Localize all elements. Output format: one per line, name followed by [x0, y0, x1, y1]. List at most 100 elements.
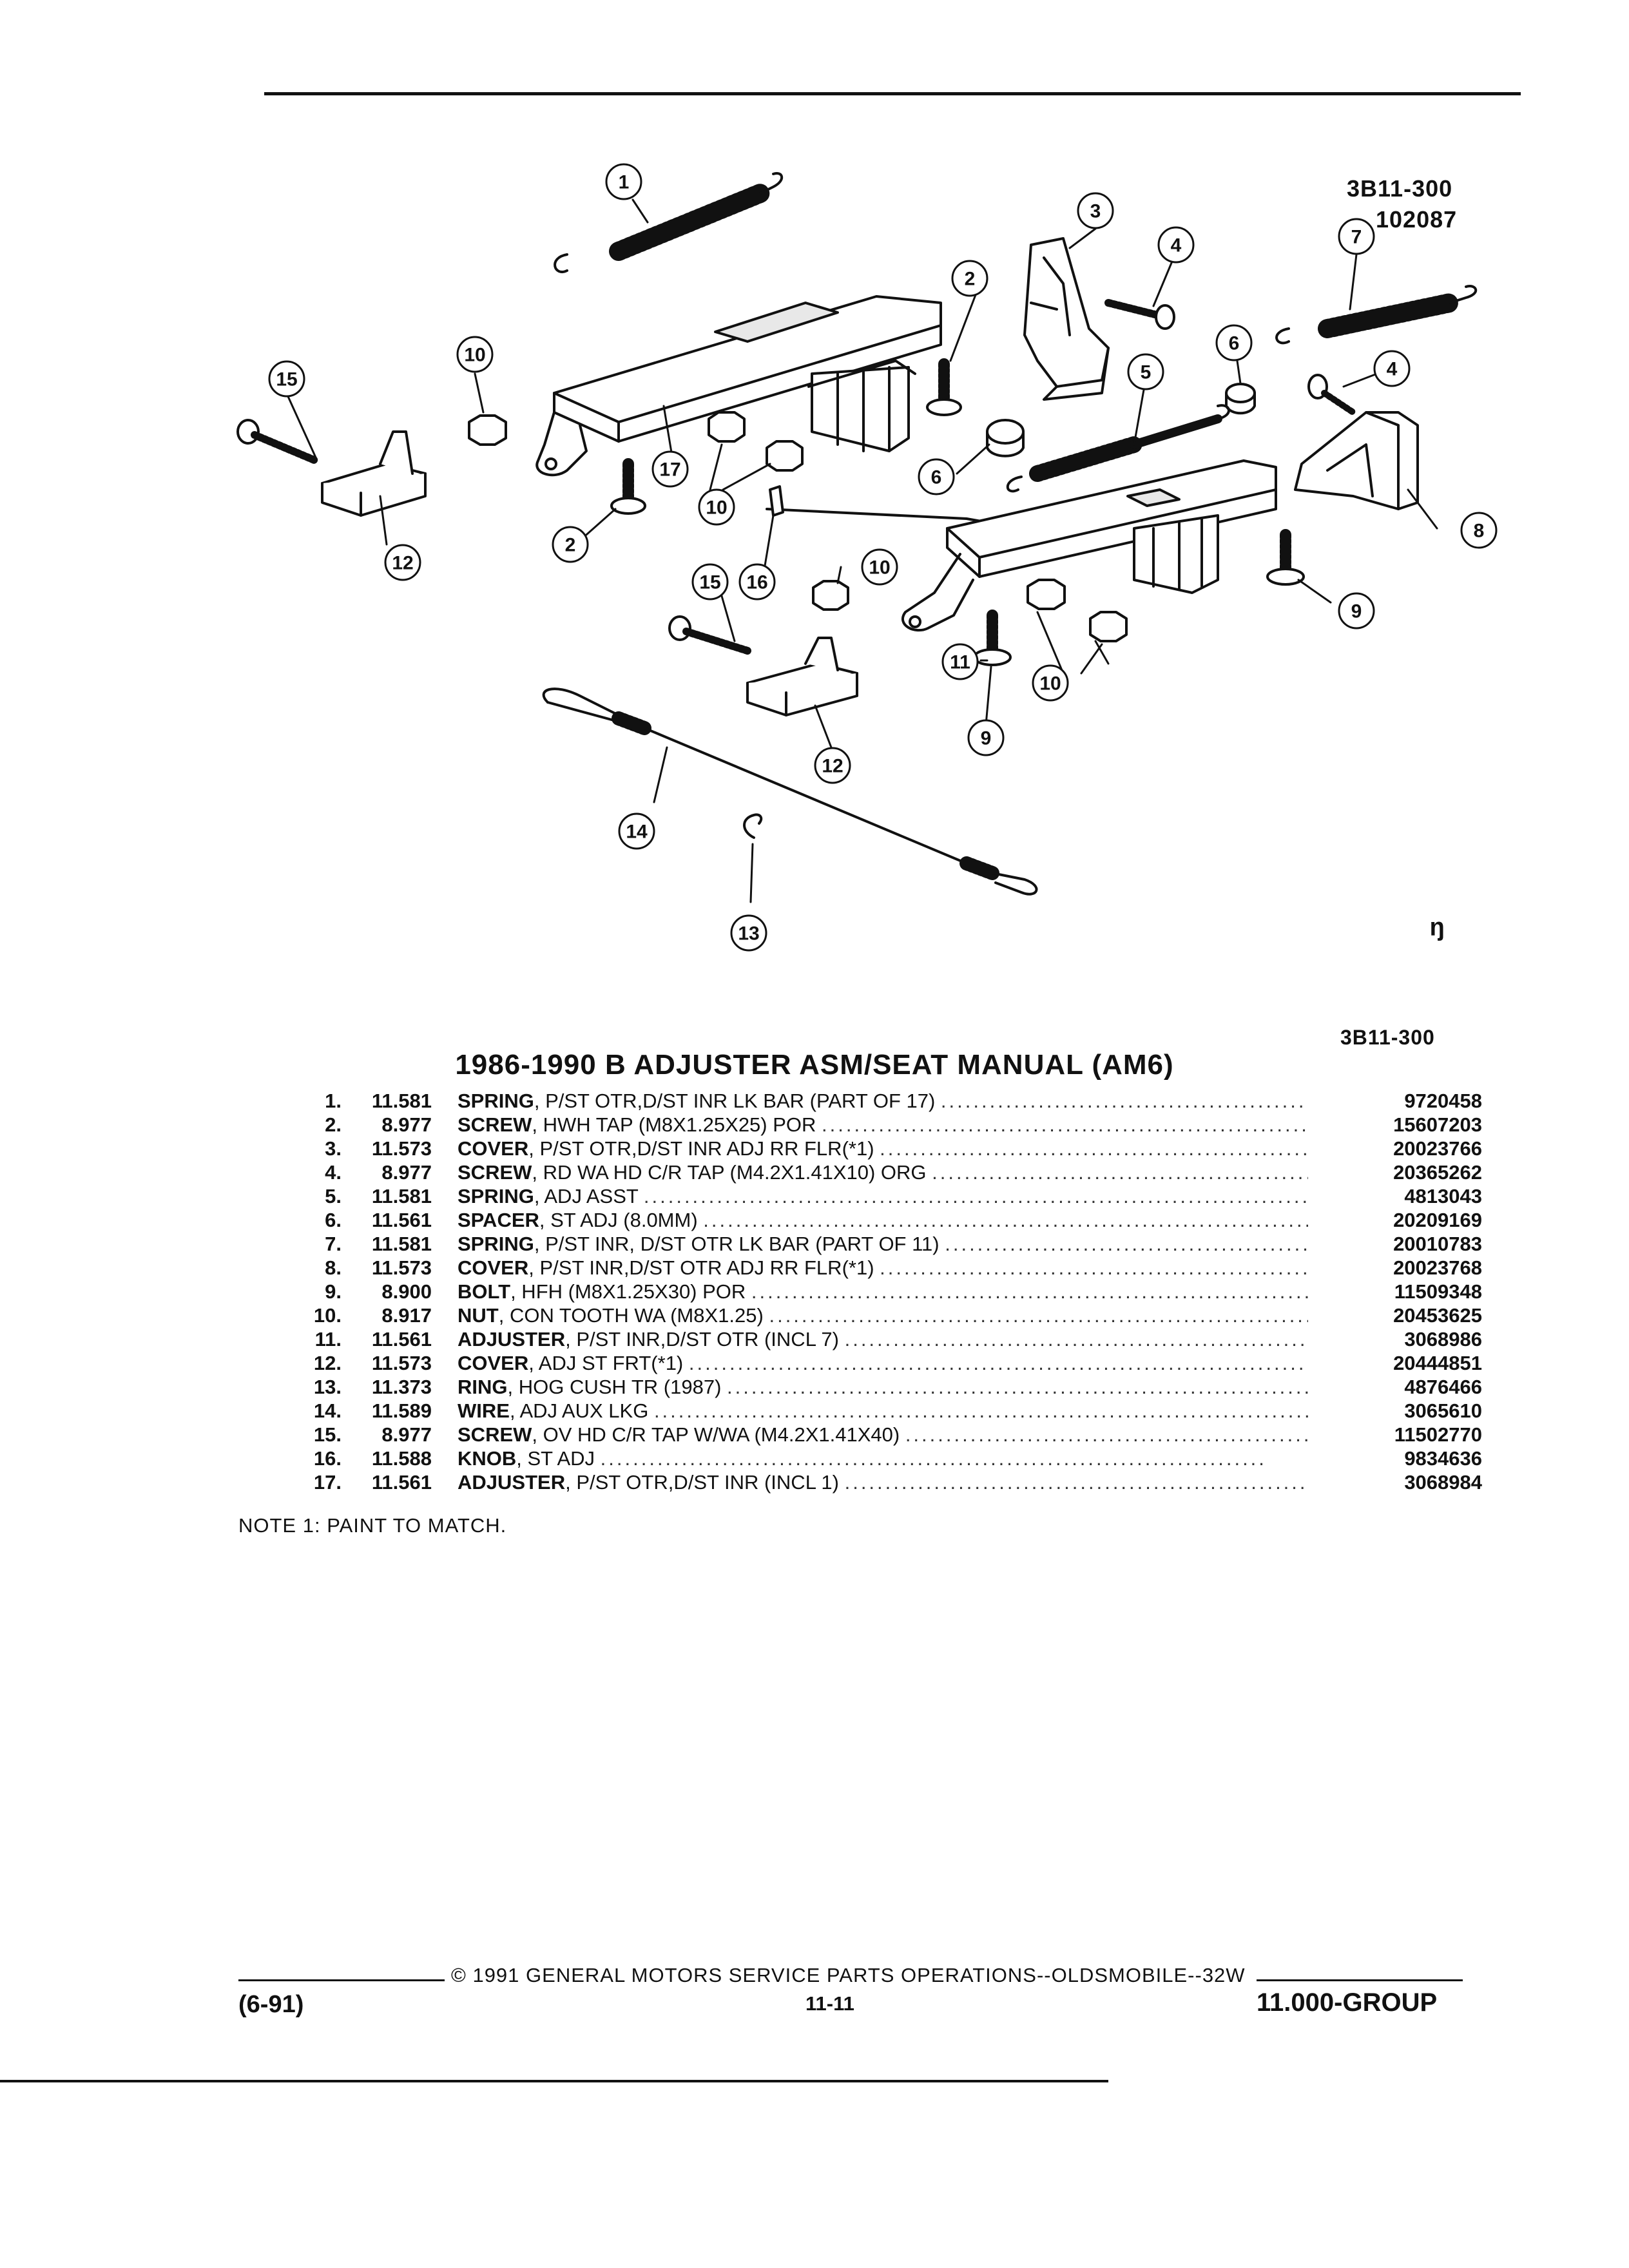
callout-6-upper: 6 — [1229, 333, 1240, 354]
parts-row: 11. 11.561 ADJUSTER, P/ST INR,D/ST OTR (… — [303, 1327, 1482, 1351]
part-number: 20444851 — [1393, 1352, 1482, 1374]
part-name: ADJUSTER — [458, 1471, 566, 1494]
part-detail: , P/ST INR,D/ST OTR (INCL 7) — [565, 1328, 839, 1350]
screws-15-drawing — [236, 419, 751, 655]
corner-mark: ᵑ — [1431, 911, 1444, 952]
group-number: 8.917 — [381, 1304, 432, 1327]
item-number: 17. — [313, 1471, 342, 1494]
part-detail: , HFH (M8X1.25X30) POR — [510, 1280, 746, 1303]
part-detail: , ADJ ST FRT(*1) — [528, 1352, 684, 1374]
item-number: 1. — [325, 1090, 342, 1112]
section-ref-code: 3B11-300 — [1340, 1026, 1435, 1049]
item-number: 10. — [313, 1304, 342, 1327]
item-number: 2. — [325, 1113, 342, 1136]
group-number: 11.588 — [371, 1447, 432, 1470]
footer-page-number: 11-11 — [805, 1992, 854, 2015]
callout-10-left: 10 — [464, 345, 485, 366]
parts-row: 13. 11.373 RING, HOG CUSH TR (1987) ....… — [303, 1375, 1482, 1399]
part-number: 4813043 — [1404, 1185, 1482, 1207]
item-number: 15. — [313, 1423, 342, 1446]
cover-8-drawing — [1294, 411, 1419, 510]
part-name: NUT — [458, 1304, 499, 1327]
item-number: 12. — [313, 1352, 342, 1374]
part-detail: , OV HD C/R TAP W/WA (M4.2X1.41X40) — [532, 1423, 900, 1446]
spacer-6-lower-drawing — [986, 419, 1025, 457]
part-number: 3068986 — [1404, 1328, 1482, 1350]
top-rule — [264, 92, 1521, 95]
item-number: 3. — [325, 1137, 342, 1160]
group-number: 11.573 — [371, 1256, 432, 1279]
spring-5-drawing — [1006, 404, 1230, 493]
part-name: SCREW — [458, 1423, 532, 1446]
part-description: KNOB, ST ADJ ...........................… — [458, 1447, 1267, 1470]
callout-11: 11 — [950, 652, 970, 673]
part-description: ADJUSTER, P/ST INR,D/ST OTR (INCL 7) ...… — [458, 1328, 1308, 1350]
group-number: 8.900 — [381, 1280, 432, 1303]
part-detail: , P/ST INR,D/ST OTR ADJ RR FLR(*1) — [528, 1256, 874, 1279]
part-description: SPACER, ST ADJ (8.0MM) .................… — [458, 1209, 1308, 1231]
parts-row: 14. 11.589 WIRE, ADJ AUX LKG ...........… — [303, 1399, 1482, 1423]
screw-2-drawing — [926, 358, 962, 416]
callout-9-lower: 9 — [981, 728, 992, 749]
part-number: 15607203 — [1393, 1113, 1482, 1136]
callout-2-upper: 2 — [965, 269, 976, 290]
item-number: 11. — [314, 1328, 342, 1350]
part-name: KNOB — [458, 1447, 517, 1470]
part-description: WIRE, ADJ AUX LKG ......................… — [458, 1399, 1308, 1422]
part-detail: , P/ST OTR,D/ST INR LK BAR (PART OF 17) — [534, 1090, 936, 1112]
group-number: 11.561 — [371, 1471, 432, 1494]
footer-group: 11.000-GROUP — [1257, 1988, 1438, 2017]
cover-3-drawing — [1023, 237, 1110, 401]
callout-circles — [268, 163, 1498, 952]
part-number: 9834636 — [1404, 1447, 1482, 1470]
part-description: SCREW, RD WA HD C/R TAP (M4.2X1.41X10) O… — [458, 1161, 1308, 1184]
group-number: 11.373 — [371, 1376, 432, 1398]
part-description: COVER, P/ST INR,D/ST OTR ADJ RR FLR(*1) … — [458, 1256, 1308, 1279]
part-description: SPRING, ADJ ASST .......................… — [458, 1185, 1308, 1207]
part-number: 20023768 — [1393, 1256, 1482, 1279]
part-name: COVER — [458, 1256, 529, 1279]
callout-8: 8 — [1474, 521, 1485, 542]
group-number: 11.573 — [371, 1137, 432, 1160]
group-number: 11.561 — [371, 1209, 432, 1231]
parts-list: 1. 11.581 SPRING, P/ST OTR,D/ST INR LK B… — [303, 1089, 1482, 1494]
part-number: 20453625 — [1393, 1304, 1482, 1327]
parts-row: 10. 8.917 NUT, CON TOOTH WA (M8X1.25) ..… — [303, 1303, 1482, 1327]
parts-row: 3. 11.573 COVER, P/ST OTR,D/ST INR ADJ R… — [303, 1137, 1482, 1160]
callout-5: 5 — [1141, 362, 1152, 383]
item-number: 6. — [325, 1209, 342, 1231]
part-name: SPRING — [458, 1233, 534, 1255]
part-detail: , CON TOOTH WA (M8X1.25) — [498, 1304, 764, 1327]
exploded-parts-diagram: 1 3 4 2 7 6 4 5 6 8 9 10 15 17 10 2 10 1… — [236, 163, 1498, 952]
part-detail: , P/ST OTR,D/ST INR (INCL 1) — [565, 1471, 839, 1494]
part-detail: , RD WA HD C/R TAP (M4.2X1.41X10) ORG — [532, 1161, 927, 1184]
group-number: 8.977 — [381, 1161, 432, 1184]
part-number: 4876466 — [1404, 1376, 1482, 1398]
callout-2-lower: 2 — [565, 535, 576, 556]
part-description: COVER, ADJ ST FRT(*1) ..................… — [458, 1352, 1308, 1374]
item-number: 8. — [325, 1256, 342, 1279]
part-number: 20365262 — [1393, 1161, 1482, 1184]
part-name: RING — [458, 1376, 508, 1398]
parts-row: 6. 11.561 SPACER, ST ADJ (8.0MM) .......… — [303, 1208, 1482, 1232]
callout-14: 14 — [626, 822, 648, 843]
footer-rule-left — [238, 1979, 445, 1981]
part-number: 11509348 — [1394, 1280, 1482, 1303]
callout-3: 3 — [1090, 201, 1101, 222]
spacer-6-upper-drawing — [1225, 383, 1256, 403]
parts-row: 16. 11.588 KNOB, ST ADJ ................… — [303, 1446, 1482, 1470]
part-name: SPRING — [458, 1090, 534, 1112]
figure-ref-code: 3B11-300 — [1347, 175, 1453, 202]
callout-12-left: 12 — [392, 553, 413, 574]
screw-2-lower-drawing — [610, 458, 646, 515]
footer-copyright: © 1991 GENERAL MOTORS SERVICE PARTS OPER… — [451, 1964, 1246, 1986]
part-number: 11502770 — [1394, 1423, 1482, 1446]
group-number: 8.977 — [381, 1113, 432, 1136]
part-name: COVER — [458, 1137, 529, 1160]
part-detail: , P/ST OTR,D/ST INR ADJ RR FLR(*1) — [528, 1137, 874, 1160]
callout-15-left: 15 — [276, 369, 297, 390]
nuts-10-drawing — [468, 411, 1128, 642]
part-description: NUT, CON TOOTH WA (M8X1.25) ............… — [458, 1304, 1308, 1327]
part-detail: , ADJ ASST — [534, 1185, 639, 1207]
callout-6-lower: 6 — [931, 467, 942, 488]
